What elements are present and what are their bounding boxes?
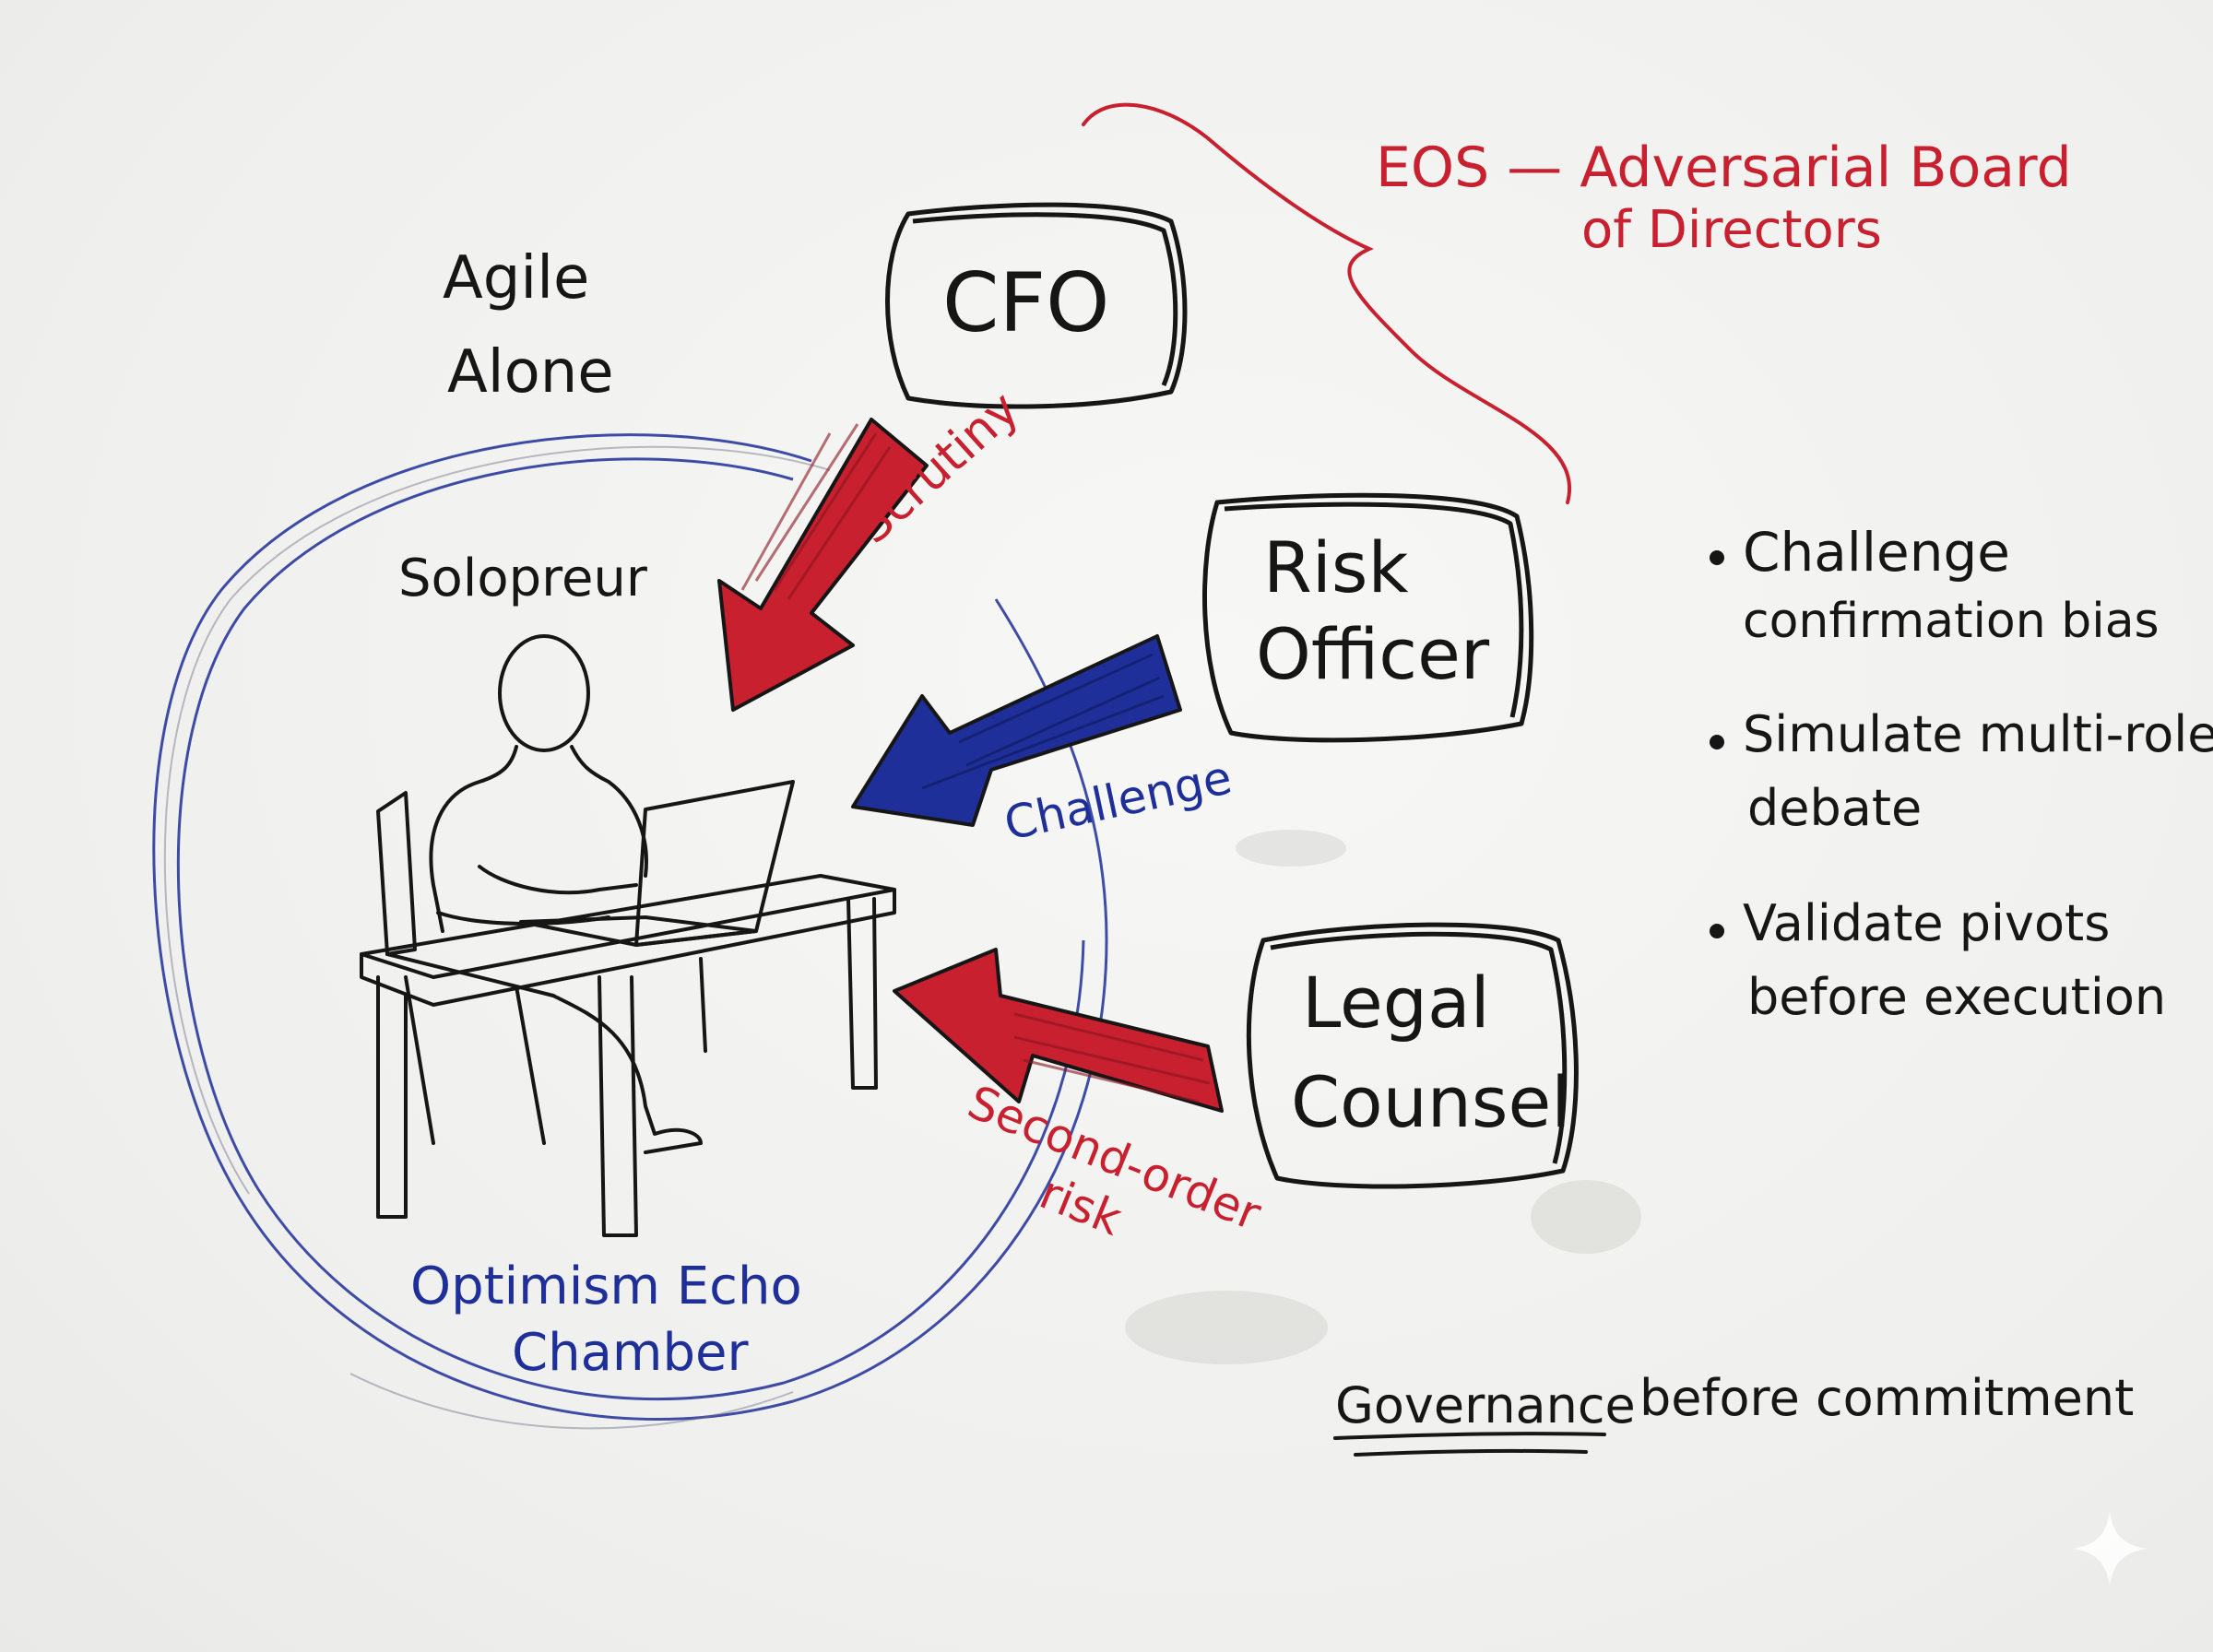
eos-title-line2: of Directors (1581, 200, 1882, 260)
scrutiny-arrow (717, 418, 929, 712)
governance-rest-label: before commitment (1639, 1369, 2135, 1427)
legal-label-line2: Counsel (1291, 1061, 1571, 1143)
bullet-dots (1710, 550, 1724, 938)
risk-officer-box (1202, 492, 1534, 743)
second-order-arrow (893, 948, 1224, 1113)
sparkle-icon (2073, 1512, 2147, 1586)
smudges (1125, 830, 1641, 1364)
bullet-1-line1: Challenge (1743, 521, 2010, 584)
bullet-2-line2: debate (1747, 779, 1923, 837)
challenge-arrow (851, 634, 1182, 827)
solopreneur-figure (360, 634, 896, 1237)
person-label: Solopreur (398, 549, 647, 608)
risk-label-line1: Risk (1263, 526, 1409, 608)
agile-line1: Agile (443, 244, 590, 313)
agile-line2: Alone (447, 338, 614, 407)
bullet-1-line2: confirmation bias (1743, 594, 2160, 649)
legal-counsel-box (1246, 922, 1579, 1189)
chamber-label-line1: Optimism Echo (410, 1257, 802, 1316)
eos-title-line1: EOS — Adversarial Board (1376, 136, 2072, 200)
board-brace (1082, 102, 1571, 504)
bullet-2-line1: Simulate multi-role (1743, 705, 2213, 763)
bullet-3-line2: before execution (1747, 968, 2167, 1026)
echo-chamber-shadow (163, 445, 831, 1430)
echo-chamber-circle (152, 433, 1108, 1421)
risk-label-line2: Officer (1256, 613, 1490, 695)
cfo-label: CFO (942, 255, 1110, 350)
bullet-3-line1: Validate pivots (1743, 894, 2111, 952)
governance-underline (1333, 1432, 1606, 1457)
governance-label: Governance (1335, 1376, 1636, 1434)
chamber-label-line2: Chamber (512, 1323, 749, 1383)
legal-label-line1: Legal (1302, 962, 1490, 1044)
cfo-box (885, 202, 1188, 409)
